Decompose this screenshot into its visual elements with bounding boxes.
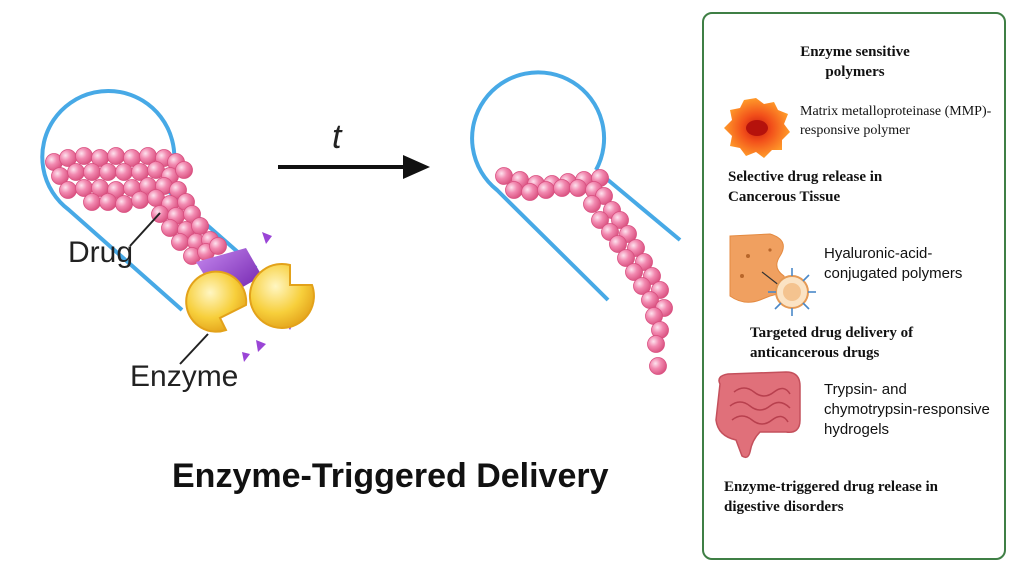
enzyme-polymer-panel: Enzyme sensitive polymers Matrix metallo… xyxy=(702,12,1006,560)
drug-particle xyxy=(611,211,629,229)
enzyme-icon xyxy=(185,270,248,333)
container-before xyxy=(40,89,315,365)
enzyme-icon xyxy=(248,262,315,329)
mmp-polymer-description: Matrix metalloproteinase (MMP)-responsiv… xyxy=(800,104,992,138)
main-title: Enzyme-Triggered Delivery xyxy=(172,457,609,495)
drug-particle xyxy=(59,181,77,199)
container-after xyxy=(470,70,682,375)
time-label: t xyxy=(332,118,342,156)
drug-particle xyxy=(633,277,651,295)
hyaluronic-polymer-outcome: Targeted drug delivery of anticancerous … xyxy=(750,325,914,361)
drug-particle xyxy=(67,163,85,181)
drug-label: Drug xyxy=(68,236,134,269)
mmp-cell-icon xyxy=(724,98,790,158)
drug-pointer xyxy=(129,212,161,247)
drug-particle xyxy=(107,147,125,165)
enzyme-label: Enzyme xyxy=(130,360,239,393)
drug-particle xyxy=(83,163,101,181)
drug-particle xyxy=(115,195,133,213)
drug-particle xyxy=(609,235,627,253)
drug-particle xyxy=(83,193,101,211)
drug-stream-after xyxy=(495,167,673,375)
drug-particle xyxy=(649,357,667,375)
drug-particle xyxy=(647,335,665,353)
drug-particle xyxy=(521,183,539,201)
hydrogel-description: Trypsin- and chymotrypsin-responsive hyd… xyxy=(824,381,990,438)
time-arrow xyxy=(278,155,430,179)
cleaved-polymer-fragment xyxy=(256,340,266,352)
hyaluronic-nanoparticle-icon xyxy=(729,233,816,316)
drug-particle xyxy=(617,249,635,267)
hydrogel-outcome: Enzyme-triggered drug release in digesti… xyxy=(724,479,938,515)
drug-particle xyxy=(569,179,587,197)
drug-particle xyxy=(495,167,513,185)
drug-particle xyxy=(591,211,609,229)
cleaved-polymer-fragment xyxy=(242,352,250,362)
drug-particle xyxy=(131,191,149,209)
drug-particle xyxy=(505,181,523,199)
drug-particle xyxy=(209,237,227,255)
drug-particle xyxy=(175,161,193,179)
enzyme-pointer xyxy=(179,333,209,365)
mmp-polymer-outcome: Selective drug release in Cancerous Tiss… xyxy=(728,169,883,205)
hyaluronic-polymer-description: Hyaluronic-acid-conjugated polymers xyxy=(824,245,963,282)
drug-particle xyxy=(583,195,601,213)
drug-particle xyxy=(115,163,133,181)
drug-particle xyxy=(171,233,189,251)
drug-particle xyxy=(537,181,555,199)
drug-particle xyxy=(99,193,117,211)
drug-particle xyxy=(191,217,209,235)
drug-particle xyxy=(625,263,643,281)
drug-particle xyxy=(75,147,93,165)
drug-particle xyxy=(99,163,117,181)
drug-particle xyxy=(161,219,179,237)
drug-particle xyxy=(553,179,571,197)
cleaved-polymer-fragment xyxy=(262,232,272,244)
drug-cluster-before xyxy=(45,147,227,265)
panel-heading: Enzyme sensitive polymers xyxy=(800,44,910,80)
intestine-icon xyxy=(715,371,801,459)
